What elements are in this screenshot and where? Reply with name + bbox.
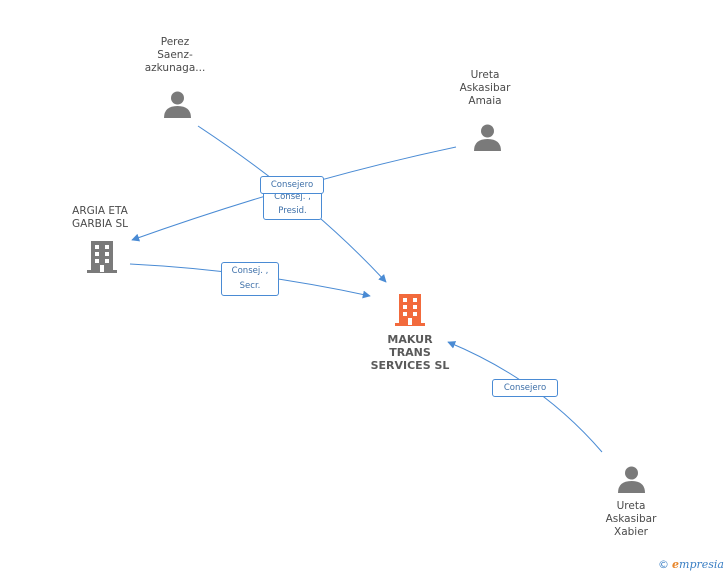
person-icon[interactable] [473,123,502,152]
copyright-icon: © [658,558,670,571]
person-icon[interactable] [163,90,192,119]
building-icon[interactable] [394,293,426,327]
person-icon[interactable] [617,465,646,494]
node-label-makur[interactable]: MAKUR TRANS SERVICES SL [370,333,450,372]
node-label-ureta-amaia[interactable]: Ureta Askasibar Amaia [459,69,511,107]
copyright-footer: © empresia [658,558,724,571]
brand-logo[interactable]: empresia [672,558,724,571]
edge-label-xabier-makur[interactable]: Consejero [492,379,558,397]
node-label-ureta-xabier[interactable]: Ureta Askasibar Xabier [605,500,657,538]
building-icon[interactable] [86,240,118,274]
edge-label-argia-makur[interactable]: Consej. , Secr. [221,262,279,296]
node-label-perez[interactable]: Perez Saenz- azkunaga... [144,36,206,74]
edge-xabier-to-makur [447,341,603,453]
node-label-argia[interactable]: ARGIA ETA GARBIA SL [72,205,128,230]
edge-label-amaia-argia[interactable]: Consejero [260,176,324,194]
